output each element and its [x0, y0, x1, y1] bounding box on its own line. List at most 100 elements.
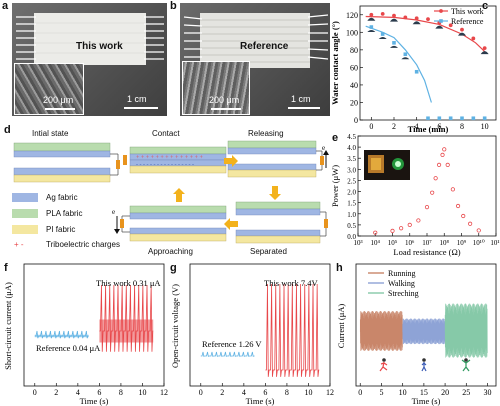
legend-swatch-charges: + - [14, 240, 24, 249]
y-tick-label-c: 60 [350, 63, 358, 72]
x-axis-label-f: Time (s) [80, 396, 109, 406]
y-axis-label-c: Water contact angle (°) [330, 21, 340, 105]
panel-d: d Intial state Contact Releasing Approac… [0, 124, 330, 256]
x-tick-label-e: 10⁸ [440, 239, 450, 247]
data-point-this-work [426, 17, 430, 22]
water-drop-icon [412, 21, 421, 25]
data-point-power [424, 205, 430, 210]
y-tick-label-c: 80 [350, 46, 358, 55]
x-tick-label-f: 12 [160, 388, 168, 397]
power-vs-resistance-chart: 10³10⁴10⁵10⁶10⁷10⁸10⁹10¹⁰10¹¹0.00.51.01.… [330, 133, 500, 257]
photo-scale-bar-b [288, 107, 320, 109]
sem-scale-text-a: 200 μm [43, 95, 74, 105]
svg-text:- - - - - - - - - - - - - - -: - - - - - - - - - - - - - - - - - [136, 162, 194, 168]
stage-label-releasing: Releasing [248, 129, 284, 138]
fabric-sketch-reference [183, 13, 329, 68]
legend-swatch-pi [12, 225, 38, 234]
panel-label-f: f [4, 262, 8, 274]
data-point-power [450, 187, 455, 192]
legend-label-c: Reference [451, 17, 484, 26]
data-point-power [433, 176, 438, 181]
data-point-this-work [392, 13, 396, 18]
current-chart-axes [23, 263, 165, 387]
x-tick-label-f: 2 [54, 388, 58, 397]
data-point-power [416, 218, 421, 223]
x-tick-label-e: 10⁵ [388, 239, 398, 247]
panel-label-h: h [336, 262, 343, 274]
x-tick-label-f: 6 [97, 388, 101, 397]
x-tick-label-c: 4 [415, 122, 419, 131]
photo-scale-text-a: 1 cm [127, 94, 147, 104]
legend-label-charges: Triboelectric charges [46, 240, 120, 249]
x-tick-label-h: 15 [420, 388, 428, 397]
sem-scale-bar-a [45, 108, 75, 110]
annotation-reference-f: Reference 0.04 μA [36, 343, 101, 353]
x-tick-label-c: 2 [392, 122, 396, 131]
stack-initial [13, 142, 120, 183]
y-tick-label-e: 2.0 [347, 189, 356, 197]
y-axis-label-h: Current (μA) [336, 304, 346, 349]
data-point-reference [448, 116, 453, 121]
x-tick-label-g: 12 [326, 388, 334, 397]
y-tick-label-e: 2.5 [347, 177, 356, 185]
water-drop-icon [390, 18, 398, 22]
y-axis-label-f: Short-circuit current (μA) [3, 282, 13, 370]
data-point-reference [471, 116, 476, 121]
x-tick-label-f: 10 [138, 388, 146, 397]
y-tick-label-c: 0 [354, 116, 358, 125]
sem-scale-bar-b [211, 108, 241, 110]
x-tick-label-e: 10⁴ [371, 239, 381, 247]
x-tick-label-g: 6 [263, 388, 267, 397]
data-point-this-work [448, 23, 453, 28]
x-tick-label-g: 10 [304, 388, 312, 397]
walking-person-icon [421, 358, 427, 372]
water-drop-icon [378, 37, 387, 40]
data-point-power [399, 226, 404, 231]
x-tick-label-h: 0 [358, 388, 362, 397]
trace-path [444, 303, 488, 358]
stage-label-separated: Separated [250, 247, 287, 256]
photo-scale-bar-a [124, 107, 158, 109]
legend-label-ag: Ag fabric [46, 193, 78, 202]
data-point-this-work [380, 11, 385, 16]
data-point-power [390, 228, 395, 233]
y-tick-label-e: 1.5 [347, 200, 356, 208]
trace-path [359, 310, 403, 351]
y-axis-label-g: Open-circuit voltage (V) [170, 284, 180, 368]
data-point-reference [403, 52, 408, 57]
data-point-this-work [471, 36, 476, 41]
legend-label-c: This work [451, 7, 484, 16]
trace-reference [200, 351, 255, 357]
y-tick-label-e: 4.0 [347, 144, 356, 152]
stack-approaching: e [112, 205, 227, 242]
data-point-power [442, 147, 447, 152]
legend-marker-c [439, 9, 443, 13]
x-tick-label-f: 4 [76, 388, 80, 397]
arrow-approaching-to-contact [173, 188, 185, 202]
x-tick-label-c: 10 [481, 122, 489, 131]
legend-swatch-ag [12, 193, 38, 202]
x-tick-label-c: 8 [460, 122, 464, 131]
panel-label-e: e [332, 132, 339, 144]
data-point-reference [380, 32, 385, 36]
legend-label-h: Walking [388, 279, 415, 288]
water-drop-icon [435, 25, 444, 29]
water-drop-icon [367, 17, 376, 21]
x-tick-label-f: 0 [33, 388, 37, 397]
trace-streching [444, 303, 488, 358]
data-point-this-work [482, 46, 487, 50]
y-tick-label-e: 0.5 [347, 222, 356, 230]
stretching-person-icon [461, 358, 471, 372]
trace-path [402, 318, 446, 345]
x-tick-label-h: 10 [399, 388, 407, 397]
x-tick-label-g: 2 [220, 388, 224, 397]
y-tick-label-c: 40 [350, 81, 358, 90]
fabric-photo-this-work: This work 200 μm 1 cm [12, 3, 167, 116]
data-point-reference [482, 116, 487, 121]
